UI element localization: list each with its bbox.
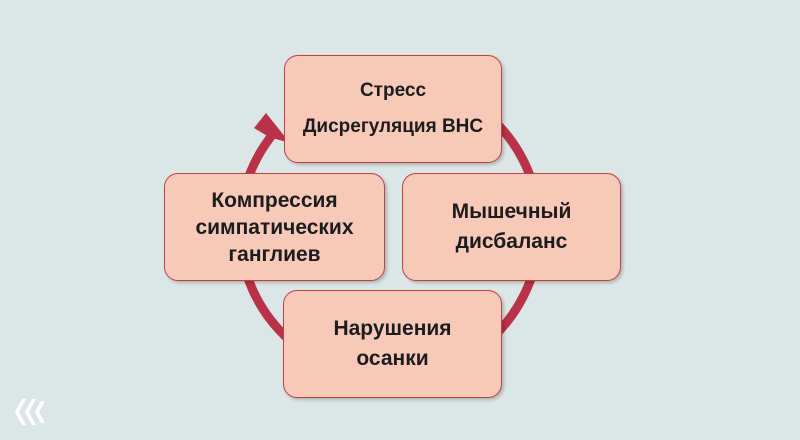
node-stress-dysregulation: Стресс Дисрегуляция ВНС xyxy=(284,55,502,163)
node-text-line: Стресс xyxy=(359,80,427,101)
node-posture-disorders: Нарушения осанки xyxy=(283,290,502,398)
chevron-logo-icon xyxy=(15,399,45,425)
node-text-line: ганглиев xyxy=(228,242,321,266)
node-ganglia-compression: Компрессия симпатических ганглиев xyxy=(164,173,385,281)
cycle-arrowhead-icon xyxy=(254,113,290,143)
node-text-line: Дисрегуляция ВНС xyxy=(302,116,484,137)
node-text-line: осанки xyxy=(356,347,429,370)
node-text-line: симпатических xyxy=(195,215,354,239)
node-muscle-imbalance: Мышечный дисбаланс xyxy=(402,173,621,281)
node-text-line: Мышечный xyxy=(451,200,572,223)
node-text-line: Нарушения xyxy=(333,317,452,340)
node-text-line: Компрессия xyxy=(211,188,338,212)
node-text-line: дисбаланс xyxy=(455,230,568,253)
